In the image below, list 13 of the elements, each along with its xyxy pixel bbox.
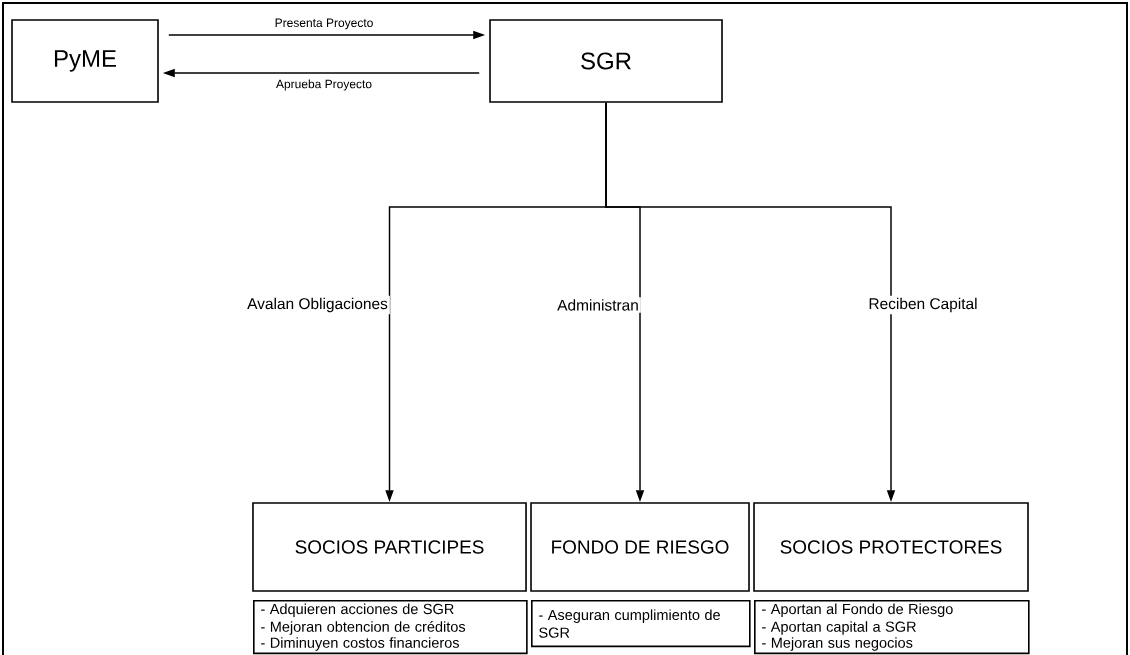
edge-label: Aprueba Proyecto	[274, 77, 375, 93]
process-box: SOCIOS PARTICIPES	[252, 502, 527, 592]
edge-label: Avalan Obligaciones	[245, 295, 390, 315]
edge-label: Presenta Proyecto	[272, 16, 376, 32]
process-box: SOCIOS PROTECTORES	[753, 502, 1029, 592]
list-box: - Aseguran cumplimiento de SGR	[531, 600, 751, 648]
process-box: PyME	[11, 19, 159, 103]
list-box: - Adquieren acciones de SGR - Mejoran obtencion de créditos - Diminuyen costos financieros	[253, 600, 528, 655]
edge-label: Administran	[555, 297, 641, 313]
process-box: SGR	[489, 19, 723, 103]
process-box: FONDO DE RIESGO	[530, 502, 750, 592]
list-box: - Aportan al Fondo de Riesgo - Aportan capital a SGR - Mejoran sus negocios	[754, 600, 1030, 655]
edge-label: Reciben Capital	[866, 295, 980, 315]
